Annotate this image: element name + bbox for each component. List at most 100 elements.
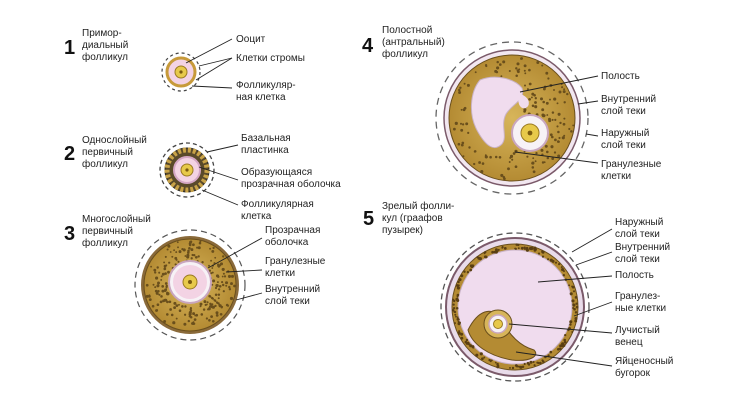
cell-speckle [221,275,224,278]
oocyte-nucleus [493,319,503,329]
cell-speckle [481,162,485,165]
cell-speckle [572,290,576,293]
cell-speckle [461,123,465,126]
cell-speckle [557,130,560,134]
cell-speckle [527,363,531,366]
cell-speckle [154,286,157,289]
cell-speckle [455,306,459,310]
cell-speckle [214,300,217,302]
cell-speckle [558,140,560,143]
stage-1-leaders [185,38,233,89]
cell-speckle [523,110,526,113]
cell-speckle [156,303,160,307]
cell-speckle [187,319,190,323]
cell-speckle [165,264,168,267]
cell-speckle [212,279,216,283]
cell-speckle [217,293,221,296]
cell-speckle [211,267,214,269]
cell-speckle [543,161,546,164]
cell-speckle [229,296,234,301]
cell-speckle [543,114,546,117]
cell-speckle [210,303,213,307]
label-stroma-cells: Клетки стромы [236,53,305,64]
cell-speckle [528,97,531,101]
cell-speckle [520,246,524,250]
cell-speckle [532,157,535,160]
cell-speckle [189,240,192,244]
antrum [471,76,524,148]
cell-speckle [524,84,526,87]
cell-speckle [215,311,219,315]
cell-speckle [484,63,488,67]
cell-speckle [494,69,498,73]
cell-speckle [569,292,573,296]
cell-speckle [214,304,217,308]
stage-2-number: 2 [64,143,75,165]
label-theca-interna-3: Внутренний слой теки [265,284,323,307]
cell-speckle [458,91,462,94]
cell-speckle [472,346,475,349]
cell-speckle [546,150,549,154]
cell-speckle [456,293,460,297]
cell-speckle [483,252,486,255]
cell-speckle [163,320,167,323]
cell-speckle [534,105,538,109]
cell-speckle [210,315,213,318]
stage-3-title: Многослойный первичный фолликул [82,214,154,249]
stage-1-title: Примор- диальный фолликул [82,28,131,63]
cell-speckle [549,133,553,137]
cell-speckle [519,365,523,369]
cell-speckle [452,303,455,306]
cell-speckle [170,313,174,317]
cell-speckle [191,322,194,325]
cell-speckle [225,284,228,287]
cell-speckle [563,88,566,91]
cell-speckle [222,255,225,258]
cell-speckle [526,88,529,91]
cell-speckle [456,316,459,319]
cell-speckle [451,309,455,312]
cell-speckle [455,315,457,318]
stage-1-number: 1 [64,37,75,59]
cell-speckle [463,82,466,85]
cell-speckle [190,248,194,252]
cell-speckle [539,361,542,365]
cell-speckle [556,102,559,105]
cell-speckle [547,77,550,80]
cell-speckle [518,68,521,71]
cell-speckle [473,162,476,166]
stage-1-primordial-follicle: 1 Примор- диальный фолликул Ооцит Клетки… [64,28,305,103]
cell-speckle [155,291,159,295]
stage-5-graafian-follicle: 5 Зрелый фолли- кул (граафов пузырек) [363,200,676,382]
cell-speckle [460,336,464,340]
cell-speckle [465,122,469,126]
cell-speckle [183,313,187,316]
stroma-ring [161,52,201,92]
stage-2-title: Однослойный первичный фолликул [82,135,150,170]
cell-speckle [561,268,565,272]
label-cumulus-oophorus: Яйценосный бугорок [615,356,676,379]
cell-speckle [460,274,464,278]
cell-speckle [574,296,578,299]
cell-speckle [489,360,492,363]
cell-speckle [148,298,152,302]
cell-speckle [454,322,456,325]
cell-speckle [558,90,562,94]
cell-speckle [511,366,515,370]
cell-speckle [211,249,215,253]
cell-speckle [198,241,202,245]
cell-speckle [562,122,566,126]
cell-speckle [475,353,479,357]
cell-speckle [161,285,165,288]
cell-speckle [187,249,190,253]
cell-speckle [525,246,529,250]
cell-speckle [550,145,554,149]
cell-speckle [453,310,456,314]
cell-speckle [456,286,460,290]
stage-4-antral-follicle: 4 Полостной (антральный) фолликул Полост… [362,25,662,195]
cell-speckle [557,154,561,158]
cell-speckle [564,333,567,337]
theca-externa [440,232,590,382]
cell-speckle [549,350,553,354]
cell-speckle [184,255,187,257]
